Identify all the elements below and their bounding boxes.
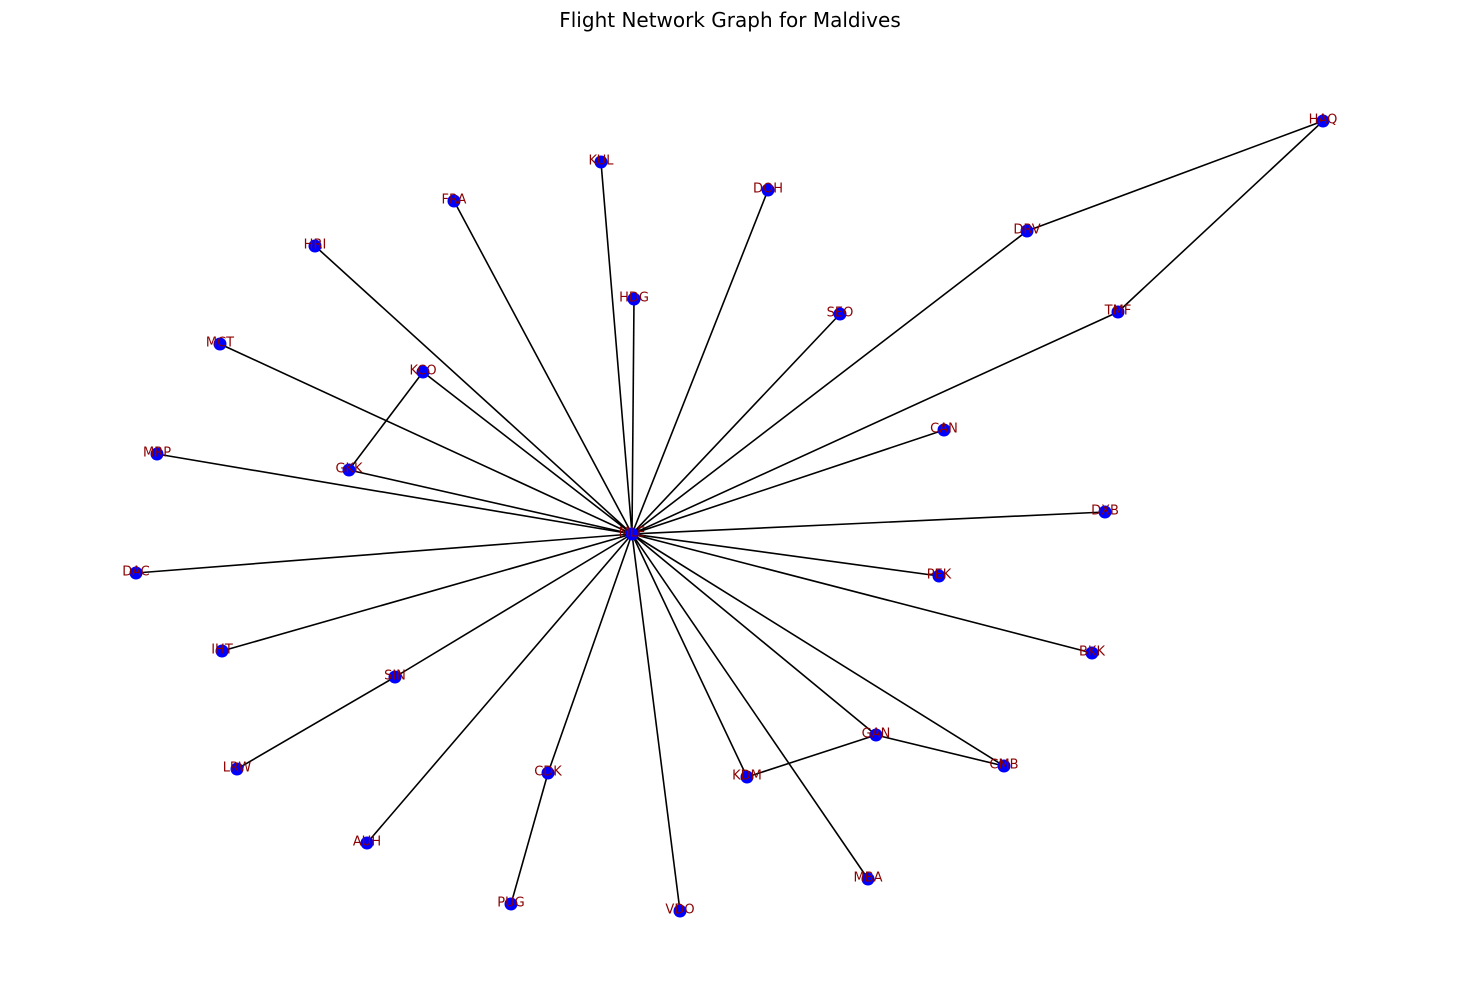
node-label-sin: SIN	[384, 669, 406, 684]
node-label-mrp: MRP	[143, 446, 171, 461]
node-sin	[388, 670, 402, 684]
edge-mle-bkk	[631, 533, 1093, 654]
node-mrp	[150, 447, 164, 461]
node-label-dac: DAC	[122, 565, 150, 580]
node-tmf	[1111, 305, 1125, 319]
edge-mle-fra	[453, 200, 633, 535]
edge-mle-doh	[631, 189, 769, 535]
node-label-kul: KUL	[589, 154, 615, 169]
node-auh	[360, 836, 374, 850]
node-label-tmf: TMF	[1104, 304, 1132, 319]
node-gan	[869, 728, 883, 742]
node-kdm	[740, 770, 754, 784]
edge-mle-gan	[631, 533, 877, 736]
edge-mle-cmb	[631, 533, 1005, 767]
node-label-cmb: CMB	[989, 758, 1018, 773]
node-kul	[594, 155, 608, 169]
node-dac	[129, 566, 143, 580]
node-haq	[1316, 114, 1330, 128]
node-seo	[833, 307, 847, 321]
node-vdo	[673, 904, 687, 918]
node-label-lrw: LRW	[223, 761, 252, 776]
edge-mle-kul	[600, 161, 633, 535]
node-can	[937, 423, 951, 437]
edge-mle-seo	[631, 313, 841, 535]
node-lrw	[230, 762, 244, 776]
node-label-drv: DRV	[1013, 223, 1040, 238]
edge-mle-iht	[221, 533, 633, 652]
node-label-hri: HRI	[304, 238, 327, 253]
nodes-layer: MLE HAQ DRV TMF KUL DOH FRA HRI HDG SEO MCT KCO CAN M…	[122, 113, 1337, 918]
edge-sin-lrw	[236, 676, 396, 770]
edge-mle-vdo	[631, 533, 681, 912]
node-drv	[1020, 224, 1034, 238]
edge-mle-drv	[631, 230, 1028, 535]
node-bkk	[1085, 646, 1099, 660]
node-label-cdk: CDK	[534, 765, 562, 780]
edge-mle-kdm	[631, 533, 748, 778]
node-dxb	[1098, 505, 1112, 519]
edge-mle-cdk	[547, 533, 633, 774]
edge-mle-pek	[631, 533, 940, 577]
edge-mle-gkk	[348, 469, 633, 535]
edge-mle-kco	[422, 371, 633, 535]
edge-mle-hdg	[631, 298, 635, 535]
edge-mle-sin	[394, 533, 633, 678]
node-cdk	[541, 766, 555, 780]
edge-gan-cmb	[875, 734, 1005, 767]
edge-mle-can	[631, 429, 945, 535]
edge-mle-hri	[314, 245, 633, 535]
edge-mle-auh	[366, 533, 633, 844]
node-hdg	[627, 292, 641, 306]
edge-kco-gkk	[348, 371, 424, 471]
graph-title: Flight Network Graph for Maldives	[559, 8, 901, 32]
edges-layer	[135, 120, 1324, 912]
node-label-gkk: GKK	[335, 462, 363, 477]
edge-mle-tmf	[631, 311, 1119, 535]
node-iht	[215, 644, 229, 658]
node-label-hdg: HDG	[619, 291, 649, 306]
node-label-kco: KCO	[409, 364, 436, 379]
node-gkk	[342, 463, 356, 477]
node-label-pug: PUG	[497, 896, 524, 911]
node-pug	[504, 897, 518, 911]
node-kco	[416, 365, 430, 379]
edge-cdk-pug	[510, 772, 549, 905]
node-mle	[625, 527, 639, 541]
node-mct	[213, 337, 227, 351]
node-label-doh: DOH	[753, 182, 783, 197]
node-label-haq: HAQ	[1309, 113, 1338, 128]
node-label-mct: MCT	[206, 336, 234, 351]
node-label-mle: MLE	[619, 526, 646, 541]
node-fra	[447, 194, 461, 208]
edge-mle-mct	[219, 343, 633, 535]
node-hri	[308, 239, 322, 253]
edge-mle-mrp	[156, 453, 633, 535]
edge-mle-dac	[135, 533, 633, 574]
node-mba	[861, 872, 875, 886]
edge-tmf-haq	[1117, 120, 1324, 313]
node-label-pek: PEK	[927, 568, 952, 583]
node-label-gan: GAN	[862, 727, 891, 742]
edge-mle-mba	[631, 533, 869, 880]
node-cmb	[997, 759, 1011, 773]
node-label-vdo: VDO	[665, 903, 694, 918]
node-doh	[761, 183, 775, 197]
node-label-iht: IHT	[211, 643, 233, 658]
edge-gan-kdm	[746, 734, 877, 778]
edge-drv-haq	[1026, 120, 1324, 232]
edge-mle-dxb	[631, 511, 1106, 535]
node-label-fra: FRA	[442, 193, 467, 208]
node-label-mba: MBA	[853, 871, 882, 886]
node-label-dxb: DXB	[1091, 504, 1119, 519]
node-label-bkk: BKK	[1079, 645, 1105, 660]
node-label-seo: SEO	[827, 306, 854, 321]
node-label-can: CAN	[930, 422, 958, 437]
node-pek	[932, 569, 946, 583]
node-label-auh: AUH	[353, 835, 381, 850]
node-label-kdm: KDM	[732, 769, 762, 784]
